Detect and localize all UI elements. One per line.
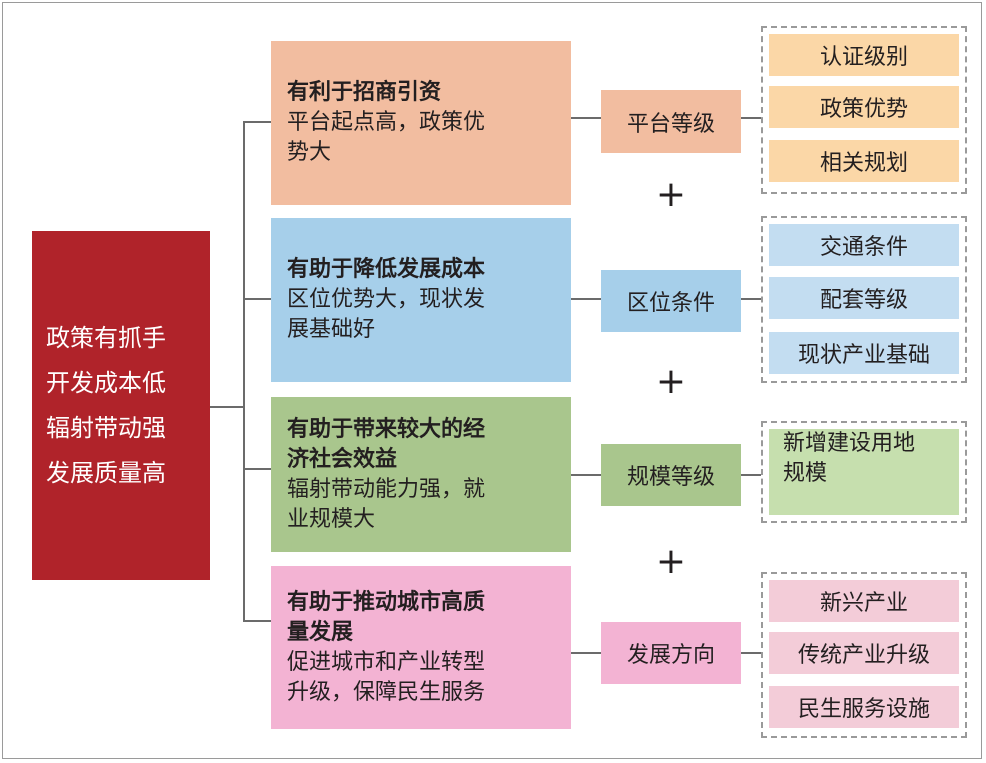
benefit-desc: 区位优势大，现状发	[287, 287, 486, 312]
connector-trunk-row2	[243, 298, 272, 300]
factor-box-location: 区位条件	[601, 270, 741, 332]
item-box: 民生服务设施	[769, 686, 959, 728]
item-box: 传统产业升级	[769, 632, 959, 674]
connector-factor-items-2	[741, 298, 761, 300]
connector-factor-items-4	[741, 652, 761, 654]
root-line: 辐射带动强	[46, 413, 166, 442]
item-box: 交通条件	[769, 224, 959, 266]
benefit-title: 量发展	[287, 619, 354, 645]
item-box: 政策优势	[769, 86, 959, 128]
factor-box-scale-level: 规模等级	[601, 444, 741, 506]
benefit-title: 有利于招商引资	[287, 80, 442, 105]
plus-sign: +	[655, 361, 687, 402]
items-group-platform: 认证级别 政策优势 相关规划	[761, 26, 967, 194]
connector-trunk-row4	[243, 620, 272, 622]
benefit-title: 有助于降低发展成本	[287, 257, 486, 282]
root-line: 政策有抓手	[46, 323, 166, 352]
factor-box-direction: 发展方向	[601, 622, 741, 684]
root-line: 发展质量高	[46, 458, 166, 487]
plus-sign: +	[655, 174, 687, 215]
benefit-desc: 展基础好	[287, 317, 376, 342]
connector-root-trunk	[210, 406, 244, 408]
root-box: 政策有抓手 开发成本低 辐射带动强 发展质量高	[32, 231, 210, 580]
benefit-box-direction: 有助于推动城市高质 量发展 促进城市和产业转型 升级，保障民生服务	[271, 566, 571, 729]
connector-benefit-factor-1	[571, 117, 602, 119]
item-box: 现状产业基础	[769, 332, 959, 374]
benefit-desc: 辐射带动能力强，就	[287, 476, 486, 502]
benefit-desc: 业规模大	[287, 506, 376, 532]
item-box: 新兴产业	[769, 580, 959, 622]
item-line: 规模	[783, 461, 828, 486]
benefit-title: 济社会效益	[287, 446, 398, 472]
connector-trunk-row3	[243, 468, 272, 470]
item-box: 相关规划	[769, 140, 959, 182]
benefit-title: 有助于推动城市高质	[287, 589, 486, 615]
root-line: 开发成本低	[46, 368, 166, 397]
benefit-box-scale: 有助于带来较大的经 济社会效益 辐射带动能力强，就 业规模大	[271, 397, 571, 552]
item-line: 新增建设用地	[783, 431, 916, 456]
benefit-desc: 势大	[287, 140, 332, 165]
factor-box-platform-level: 平台等级	[601, 90, 741, 153]
item-box: 新增建设用地 规模	[769, 429, 959, 515]
plus-sign: +	[655, 541, 687, 582]
connector-factor-items-1	[741, 117, 761, 119]
connector-factor-items-3	[741, 474, 761, 476]
item-box: 配套等级	[769, 277, 959, 319]
items-group-scale: 新增建设用地 规模	[761, 421, 967, 523]
item-box: 认证级别	[769, 34, 959, 76]
benefit-desc: 促进城市和产业转型	[287, 649, 486, 675]
benefit-title: 有助于带来较大的经	[287, 416, 486, 442]
benefit-box-platform: 有利于招商引资 平台起点高，政策优 势大	[271, 41, 571, 205]
benefit-desc: 平台起点高，政策优	[287, 110, 486, 135]
connector-benefit-factor-4	[571, 652, 602, 654]
benefit-box-location: 有助于降低发展成本 区位优势大，现状发 展基础好	[271, 218, 571, 382]
items-group-direction: 新兴产业 传统产业升级 民生服务设施	[761, 572, 967, 738]
connector-benefit-factor-3	[571, 474, 602, 476]
connector-trunk-row1	[243, 121, 272, 123]
connector-trunk-vertical	[243, 121, 245, 622]
items-group-location: 交通条件 配套等级 现状产业基础	[761, 216, 967, 383]
connector-benefit-factor-2	[571, 298, 602, 300]
benefit-desc: 升级，保障民生服务	[287, 679, 486, 705]
